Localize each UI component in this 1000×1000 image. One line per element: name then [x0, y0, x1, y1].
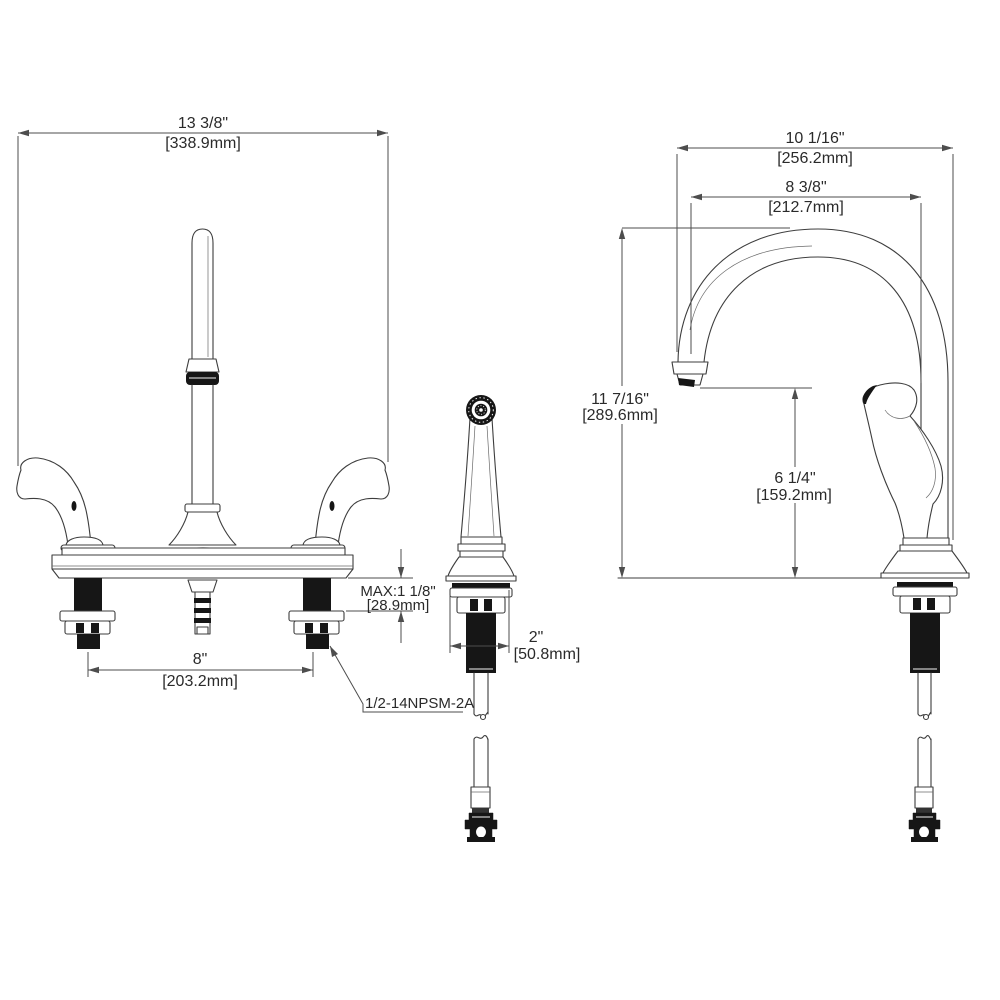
- dim-spout-height-in: 6 1/4": [774, 470, 815, 487]
- dim-max-deck-in: MAX:1 1/8": [360, 583, 435, 600]
- dim-spout-height-mm: [159.2mm]: [756, 487, 832, 504]
- side-supply-hose: [908, 672, 941, 842]
- dim-overall-height-mm: [289.6mm]: [582, 407, 658, 424]
- dim-overall-depth-mm: [256.2mm]: [777, 150, 853, 167]
- front-view: 13 3/8" [338.9mm] 8" [203.2mm] MAX:1 1/8…: [16, 115, 474, 713]
- thread-callout-text: 1/2-14NPSM-2A: [365, 695, 474, 712]
- sprayer-mounting-hardware: [449, 583, 513, 673]
- front-spout: [168, 228, 237, 546]
- dim-max-deck-mm: [28.9mm]: [367, 597, 430, 614]
- dim-spout-reach-in: 8 3/8": [785, 179, 826, 196]
- dim-overall-depth-in: 10 1/16": [785, 130, 844, 147]
- dim-overall-width: 13 3/8" [338.9mm]: [17, 115, 389, 466]
- dim-overall-width-mm: [338.9mm]: [165, 135, 241, 152]
- front-left-handle: [16, 457, 116, 552]
- sprayer-view: 2" [50.8mm]: [445, 395, 581, 842]
- dim-overall-depth: 10 1/16" [256.2mm]: [676, 130, 954, 540]
- front-right-shank: [288, 578, 345, 649]
- dim-spout-height: 6 1/4" [159.2mm]: [700, 387, 832, 578]
- side-view: 10 1/16" [256.2mm] 8 3/8" [212.7mm] 11 7…: [582, 130, 970, 842]
- front-diverter-outlet: [187, 579, 218, 635]
- dim-handle-centers: 8" [203.2mm]: [87, 651, 314, 690]
- dim-shank-mm: [50.8mm]: [514, 646, 581, 663]
- dim-overall-height: 11 7/16" [289.6mm]: [582, 227, 790, 578]
- dim-shank-length: 2" [50.8mm]: [449, 590, 581, 663]
- sprayer-hose: [464, 672, 498, 842]
- dim-spout-reach: 8 3/8" [212.7mm]: [690, 179, 922, 383]
- side-spout-aerator: [678, 378, 695, 387]
- sprayer-nozzle: [466, 395, 496, 425]
- side-mounting-hardware: [892, 582, 958, 673]
- front-left-shank: [59, 578, 116, 649]
- dim-handle-centers-mm: [203.2mm]: [162, 673, 238, 690]
- sprayer-threaded-shank: [466, 613, 496, 673]
- side-threaded-shank: [910, 613, 940, 673]
- dim-max-deck-thickness: MAX:1 1/8" [28.9mm]: [346, 549, 436, 643]
- dim-handle-centers-in: 8": [193, 651, 208, 668]
- sprayer-body: [445, 395, 517, 582]
- dim-shank-in: 2": [529, 629, 544, 646]
- dim-spout-reach-mm: [212.7mm]: [768, 199, 844, 216]
- dim-overall-width-in: 13 3/8": [178, 115, 228, 132]
- thread-callout: 1/2-14NPSM-2A: [329, 645, 474, 713]
- front-deck-plate: [51, 547, 354, 579]
- dim-overall-height-in: 11 7/16": [591, 391, 649, 408]
- side-handle: [862, 382, 944, 539]
